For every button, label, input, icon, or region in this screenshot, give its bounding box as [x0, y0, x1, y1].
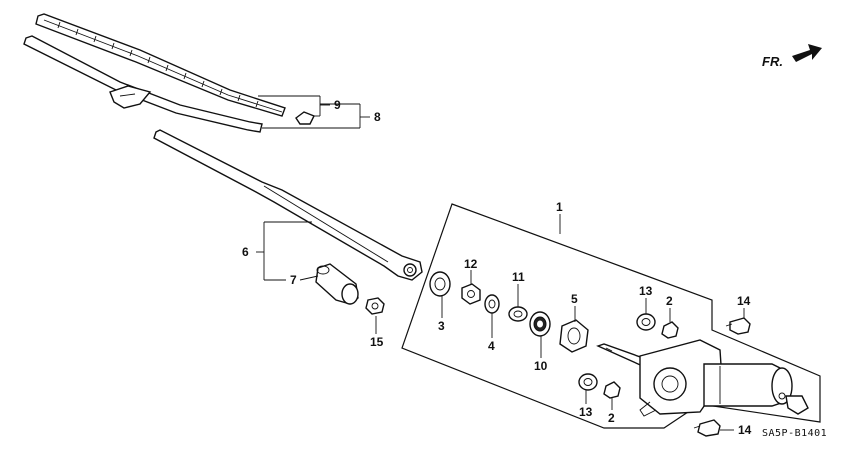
callout-14-bottom: 14: [738, 423, 752, 437]
wiper-arm: [153, 129, 423, 281]
front-label: FR.: [762, 54, 783, 69]
nut-12: [461, 283, 481, 305]
mount-13-bottom: [578, 373, 598, 391]
washer-11: [508, 306, 528, 322]
bolt-14-bottom: [693, 419, 721, 437]
callout-8: 8: [374, 110, 381, 124]
collar-2-top: [661, 321, 679, 339]
nut-15: [365, 297, 385, 315]
collar-2-bottom: [603, 381, 621, 399]
callout-14-top: 14: [737, 294, 751, 308]
front-direction-indicator: FR.: [762, 44, 822, 69]
callout-numbers: 9 8 6 7 15 1 3 12 4 11 10 5 13 2 14 13 2…: [242, 98, 752, 437]
mount-13-top: [636, 313, 656, 331]
callout-12: 12: [464, 257, 478, 271]
arm-cap: [315, 263, 359, 305]
callout-4: 4: [488, 339, 495, 353]
callout-10: 10: [534, 359, 548, 373]
callout-3: 3: [438, 319, 445, 333]
bushing-3: [429, 271, 451, 297]
bushing-5: [559, 319, 589, 353]
callout-13-top: 13: [639, 284, 653, 298]
seal-10: [529, 311, 551, 337]
callout-9: 9: [334, 98, 341, 112]
callout-2-bottom: 2: [608, 411, 615, 425]
callout-5: 5: [571, 292, 578, 306]
washer-4: [484, 294, 500, 314]
callout-1: 1: [556, 200, 563, 214]
callout-7: 7: [290, 273, 297, 287]
callout-13-bottom: 13: [579, 405, 593, 419]
front-arrow-icon: [792, 44, 822, 62]
callout-2-top: 2: [666, 294, 673, 308]
callout-6: 6: [242, 245, 249, 259]
callout-15: 15: [370, 335, 384, 349]
figure-code: SA5P-B1401: [762, 428, 827, 439]
wiper-motor: [596, 339, 809, 417]
bolt-14-top: [725, 317, 751, 335]
callout-11: 11: [512, 270, 525, 284]
motor-group-outline: [401, 203, 821, 429]
wiper-blade-assembly: [23, 13, 315, 133]
leader-lines: [256, 95, 745, 431]
